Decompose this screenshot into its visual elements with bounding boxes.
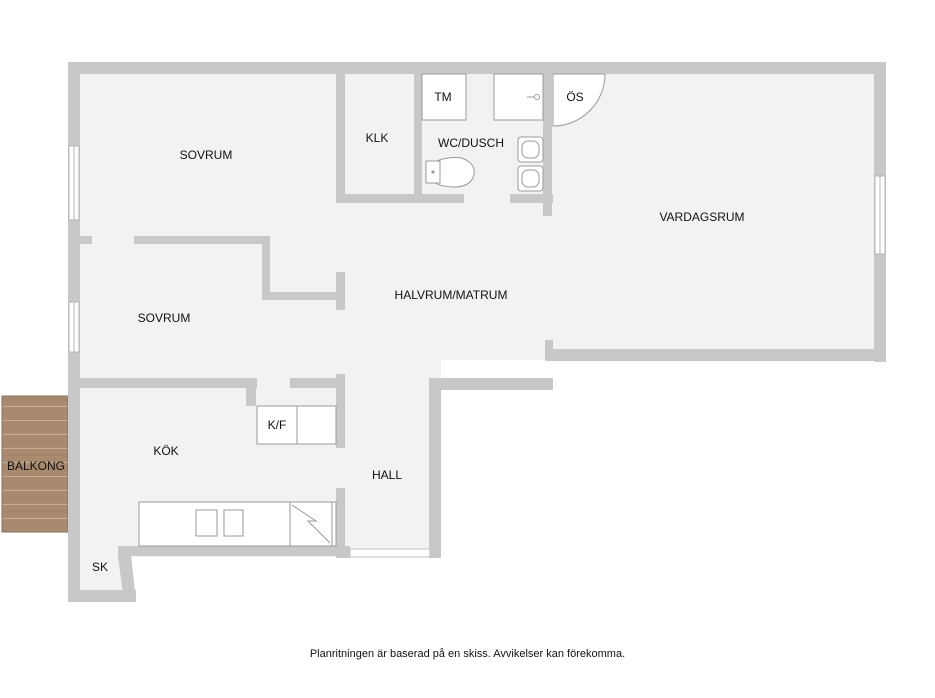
stove-hob-left <box>195 509 218 537</box>
fixtures <box>138 73 606 547</box>
room-label-sovrum-1: SOVRUM <box>180 148 233 162</box>
room-label-klk: KLK <box>366 131 389 145</box>
room-label-sk: SK <box>92 560 108 574</box>
wardrobe-swing-icon <box>552 73 606 127</box>
room-label-os: ÖS <box>566 90 583 104</box>
apartment-floor <box>68 62 885 601</box>
room-label-wc-dusch: WC/DUSCH <box>438 136 504 150</box>
shower-box <box>493 73 544 121</box>
washer-box <box>421 73 467 121</box>
interior-walls <box>80 74 553 548</box>
room-label-kok: KÖK <box>153 444 178 458</box>
room-labels: SOVRUM KLK TM WC/DUSCH ÖS VARDAGSRUM SOV… <box>7 90 745 574</box>
room-label-halvrum-matrum: HALVRUM/MATRUM <box>395 288 508 302</box>
stove-hob-right <box>223 509 244 537</box>
balcony-deck <box>1 395 69 533</box>
entrance-door <box>349 548 431 558</box>
room-label-vardagsrum: VARDAGSRUM <box>659 210 744 224</box>
outer-walls <box>68 62 886 602</box>
room-label-balkong: BALKONG <box>7 459 65 473</box>
room-label-tm: TM <box>434 90 451 104</box>
room-label-hall: HALL <box>372 468 402 482</box>
shower-head-icon <box>534 94 540 100</box>
dishwasher-icon <box>291 504 331 544</box>
room-label-kf: K/F <box>268 418 287 432</box>
windows <box>68 145 886 353</box>
room-label-sovrum-2: SOVRUM <box>138 311 191 325</box>
disclaimer-text: Planritningen är baserad på en skiss. Av… <box>309 648 626 660</box>
fridge-freezer <box>256 405 298 445</box>
